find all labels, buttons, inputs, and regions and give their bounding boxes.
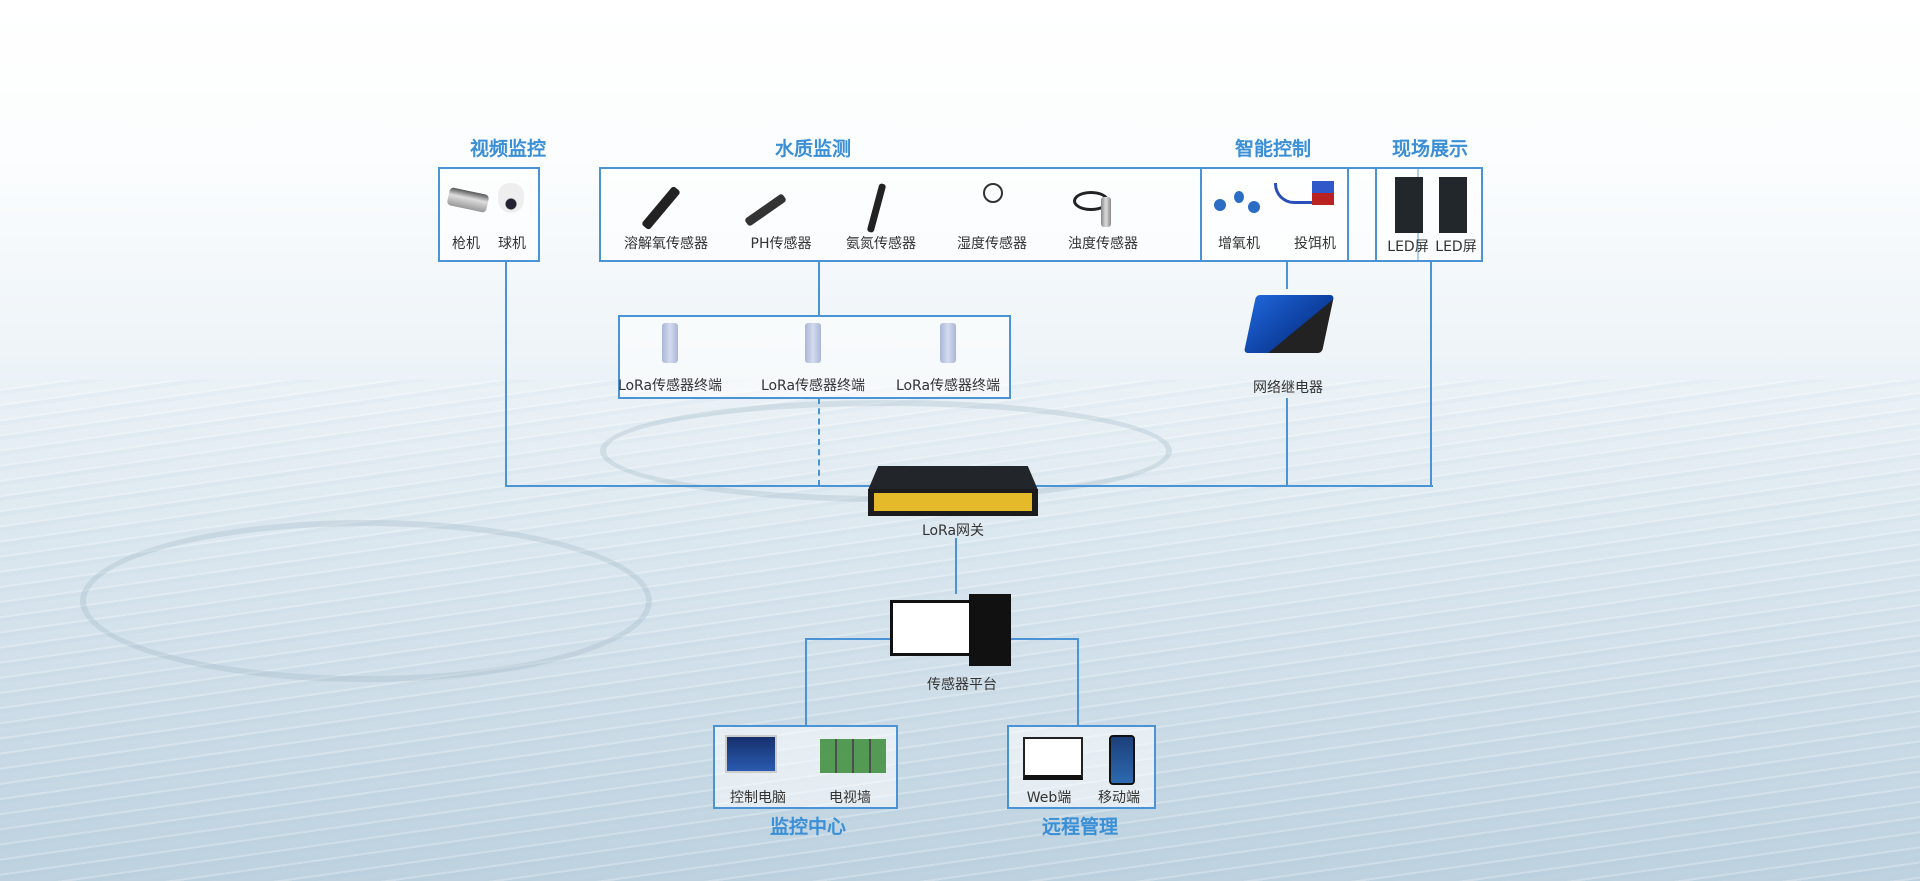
control-computer-icon xyxy=(725,735,777,773)
humidity-sensor-icon xyxy=(983,183,1003,203)
lora-gateway-icon xyxy=(868,489,1038,516)
monitor-icon xyxy=(890,600,974,656)
smart-control-box: 增氧机 投饵机 xyxy=(1200,167,1349,262)
ph-sensor-icon xyxy=(744,193,787,227)
group-title-video: 视频监控 xyxy=(469,138,547,160)
item-label: PH传感器 xyxy=(750,236,812,252)
lora-terminal-box: LoRa传感器终端 LoRa传感器终端 LoRa传感器终端 xyxy=(618,315,1011,399)
connector xyxy=(505,261,507,487)
mobile-phone-icon xyxy=(1109,735,1135,785)
display-box: LED屏 LED屏 xyxy=(1375,167,1483,262)
group-title-monitor: 监控中心 xyxy=(769,816,847,838)
laptop-icon xyxy=(1023,737,1083,780)
feeder-icon xyxy=(1312,181,1334,205)
gateway-top xyxy=(868,466,1038,490)
item-label: 氨氮传感器 xyxy=(846,236,916,252)
wireless-connector xyxy=(818,398,820,486)
item-label: 增氧机 xyxy=(1218,236,1260,252)
aerator-icon xyxy=(1248,201,1260,213)
lora-terminal-icon xyxy=(662,323,678,363)
item-label: 移动端 xyxy=(1098,790,1140,806)
fish-cage-ring xyxy=(80,520,652,682)
connector xyxy=(805,638,807,726)
remote-management-box: Web端 移动端 xyxy=(1007,725,1156,809)
video-box: 枪机 球机 xyxy=(438,167,540,262)
lora-terminal-icon xyxy=(940,323,956,363)
group-title-remote: 远程管理 xyxy=(1041,816,1119,838)
led-screen-icon xyxy=(1439,177,1467,233)
item-label: 电视墙 xyxy=(829,790,871,806)
item-label: LoRa传感器终端 xyxy=(895,378,1001,394)
led-screen-icon xyxy=(1395,177,1423,233)
item-label: 球机 xyxy=(498,236,526,252)
lora-terminal-icon xyxy=(805,323,821,363)
connector xyxy=(818,261,820,315)
bullet-camera-icon xyxy=(446,187,490,213)
item-label: 控制电脑 xyxy=(730,790,786,806)
item-label: 溶解氧传感器 xyxy=(624,236,708,252)
item-label: 浊度传感器 xyxy=(1068,236,1138,252)
platform-label: 传感器平台 xyxy=(927,677,997,693)
item-label: LoRa传感器终端 xyxy=(617,378,723,394)
item-label: Web端 xyxy=(1026,790,1072,806)
network-relay-icon xyxy=(1243,295,1335,353)
feeder-hose-icon xyxy=(1274,183,1317,204)
group-title-water: 水质监测 xyxy=(774,138,852,160)
item-label: 枪机 xyxy=(452,236,480,252)
item-label: 投饵机 xyxy=(1294,236,1336,252)
relay-label: 网络继电器 xyxy=(1253,380,1323,396)
ammonia-sensor-icon xyxy=(866,182,887,234)
item-label: 湿度传感器 xyxy=(957,236,1027,252)
connector xyxy=(1430,261,1432,487)
pc-tower-icon xyxy=(969,594,1011,666)
group-title-display: 现场展示 xyxy=(1391,138,1469,160)
aerator-icon xyxy=(1234,191,1244,203)
group-title-smart: 智能控制 xyxy=(1234,138,1312,160)
dome-camera-icon xyxy=(498,183,524,213)
connector xyxy=(955,538,957,594)
do-sensor-icon xyxy=(641,185,681,231)
turbidity-probe-icon xyxy=(1101,197,1111,227)
item-label: LoRa传感器终端 xyxy=(760,378,866,394)
gateway-label: LoRa网关 xyxy=(921,523,985,539)
connector xyxy=(1286,398,1288,486)
monitoring-center-box: 控制电脑 电视墙 xyxy=(713,725,898,809)
connector xyxy=(1077,638,1079,726)
video-wall-icon xyxy=(820,739,886,773)
item-label: LED屏 xyxy=(1435,239,1477,255)
connector xyxy=(1286,261,1288,289)
item-label: LED屏 xyxy=(1387,239,1429,255)
aerator-icon xyxy=(1214,199,1226,211)
